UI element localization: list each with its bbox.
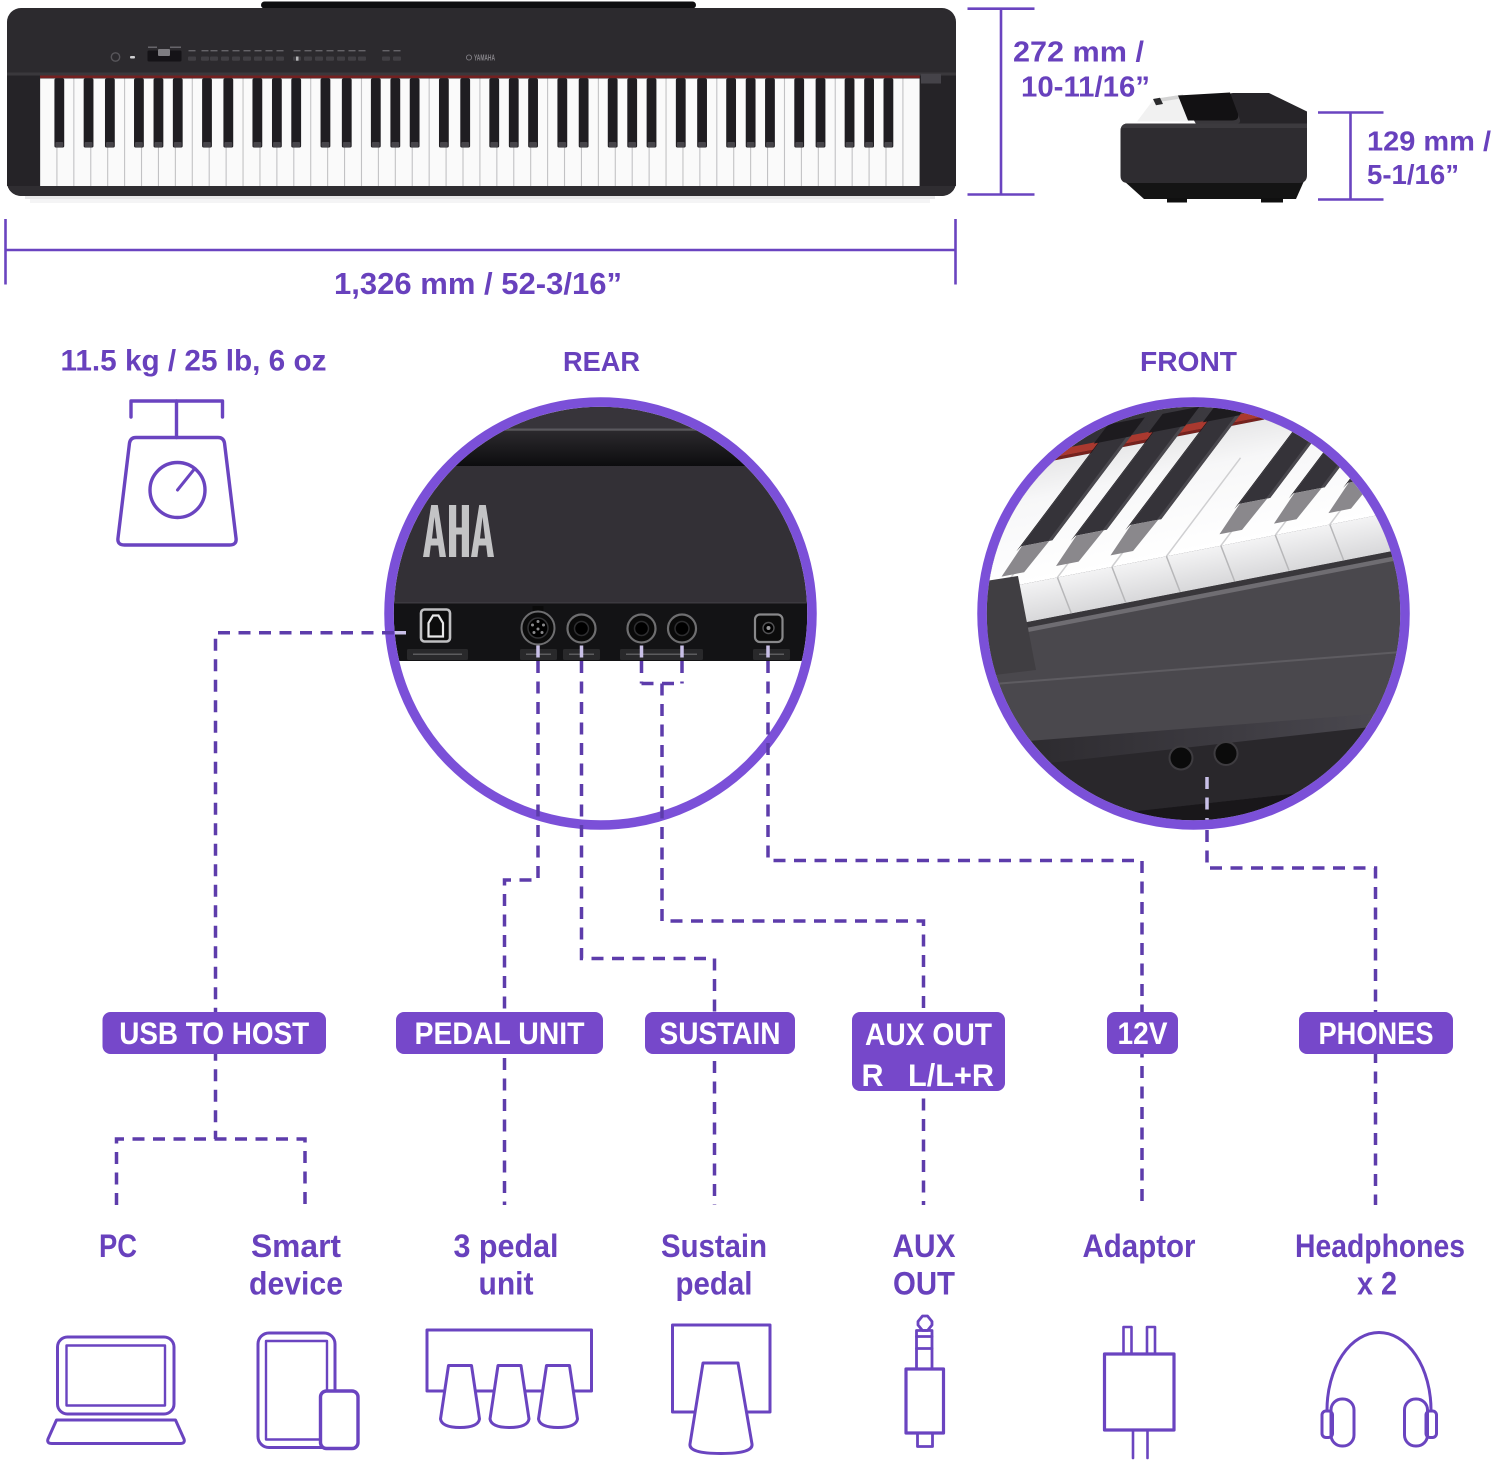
svg-text:Headphones: Headphones (1295, 1228, 1465, 1264)
svg-text:YAMAHA: YAMAHA (474, 54, 495, 63)
svg-text:pedal: pedal (676, 1266, 753, 1302)
svg-text:unit: unit (479, 1266, 534, 1302)
svg-text:129 mm /: 129 mm / (1367, 126, 1491, 157)
svg-text:12V: 12V (1118, 1015, 1168, 1051)
svg-text:SUSTAIN: SUSTAIN (660, 1015, 781, 1051)
svg-text:device: device (249, 1266, 343, 1302)
svg-text:AUX: AUX (893, 1228, 957, 1264)
svg-text:R: R (862, 1057, 884, 1093)
svg-text:PHONES: PHONES (1319, 1015, 1434, 1051)
svg-text:AUX OUT: AUX OUT (865, 1016, 992, 1052)
svg-text:Adaptor: Adaptor (1083, 1228, 1196, 1264)
svg-text:x 2: x 2 (1357, 1266, 1397, 1302)
svg-text:USB TO HOST: USB TO HOST (119, 1015, 309, 1051)
svg-text:11.5 kg / 25 lb, 6 oz: 11.5 kg / 25 lb, 6 oz (61, 345, 327, 378)
svg-text:Smart: Smart (251, 1228, 341, 1264)
svg-text:5-1/16”: 5-1/16” (1367, 159, 1459, 190)
svg-text:Sustain: Sustain (661, 1228, 767, 1264)
svg-text:10-11/16”: 10-11/16” (1021, 72, 1150, 104)
svg-text:3 pedal: 3 pedal (454, 1228, 559, 1264)
svg-text:1,326 mm / 52-3/16”: 1,326 mm / 52-3/16” (334, 266, 622, 301)
svg-text:L/L+R: L/L+R (908, 1057, 994, 1093)
svg-text:PC: PC (99, 1228, 137, 1264)
svg-text:OUT: OUT (893, 1266, 955, 1302)
svg-text:FRONT: FRONT (1140, 346, 1237, 377)
svg-text:PEDAL UNIT: PEDAL UNIT (415, 1015, 585, 1051)
svg-text:REAR: REAR (563, 346, 640, 377)
svg-text:272 mm /: 272 mm / (1013, 37, 1144, 69)
